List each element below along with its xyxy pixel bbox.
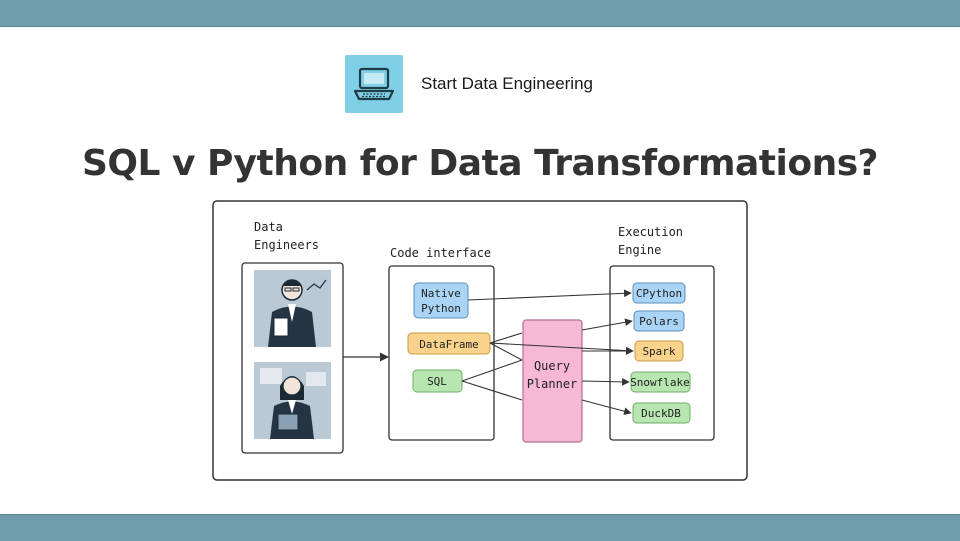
engine-heading-line2: Engine xyxy=(618,243,661,257)
native-python-box xyxy=(413,282,469,319)
engine-cpython-label: CPython xyxy=(636,287,682,300)
engine-spark-label: Spark xyxy=(642,345,675,358)
engine-duckdb-box xyxy=(632,402,691,424)
dataframe-label: DataFrame xyxy=(419,338,479,351)
sql-label: SQL xyxy=(427,375,447,388)
logo xyxy=(345,55,403,113)
bottom-banner xyxy=(0,514,960,541)
engineer-illustration-man xyxy=(254,270,331,347)
query-planner-label-2: Planner xyxy=(527,377,578,391)
execution-engine-box xyxy=(609,265,715,441)
engineers-box xyxy=(241,262,344,454)
engine-snowflake-box xyxy=(630,371,691,393)
engineer-illustration-woman xyxy=(254,362,331,439)
engine-cpython-box xyxy=(632,282,686,304)
engineers-heading-line2: Engineers xyxy=(254,238,319,252)
page-title: SQL v Python for Data Transformations? xyxy=(81,143,879,184)
engine-spark-box xyxy=(634,340,684,362)
engineers-heading-line1: Data xyxy=(254,220,283,234)
interface-heading: Code interface xyxy=(390,246,491,260)
flow-arrows xyxy=(461,289,634,415)
native-python-label-1: Native xyxy=(421,287,461,300)
engine-heading-line1: Execution xyxy=(618,225,683,239)
engine-snowflake-label: Snowflake xyxy=(630,376,690,389)
engine-polars-box xyxy=(633,310,685,332)
laptop-icon xyxy=(353,67,395,101)
engine-duckdb-label: DuckDB xyxy=(641,407,681,420)
query-planner-label-1: Query xyxy=(534,359,570,373)
brand-name: Start Data Engineering xyxy=(421,74,593,93)
engine-polars-label: Polars xyxy=(639,315,679,328)
top-banner xyxy=(0,0,960,27)
native-python-label-2: Python xyxy=(421,302,461,315)
code-interface-box xyxy=(388,265,495,441)
architecture-diagram: Data Engineers Code interface Execution … xyxy=(212,200,748,481)
